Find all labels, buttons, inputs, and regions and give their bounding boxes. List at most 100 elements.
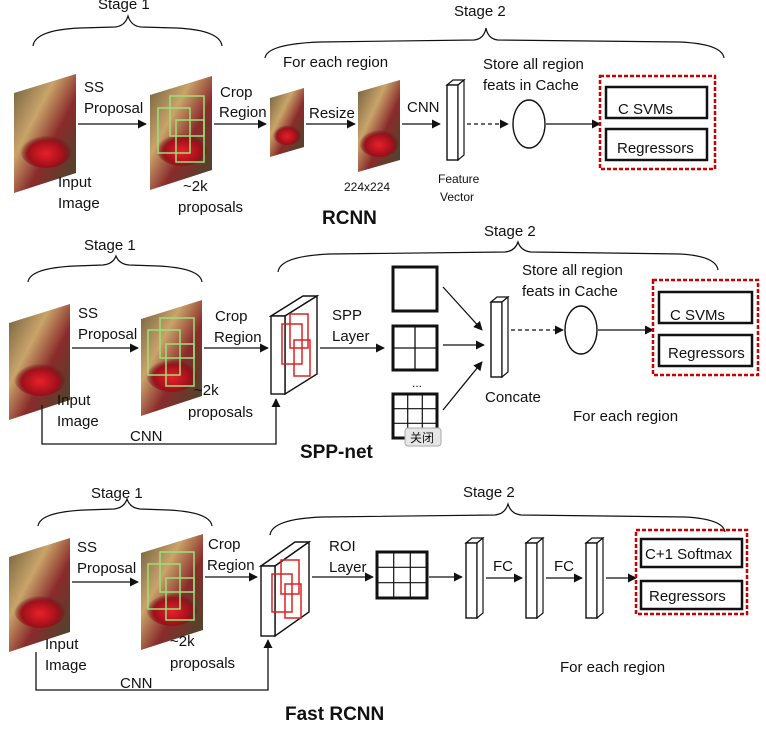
spp-regressors-box — [657, 333, 754, 368]
spp-feature-map — [268, 294, 320, 396]
rcnn-svms-label: C SVMs — [618, 101, 673, 118]
fast-stage2-label: Stage 2 — [463, 484, 515, 501]
fast-input-label-1: Input — [45, 636, 79, 653]
fast-ss-label-1: SS — [77, 539, 97, 556]
rcnn-input-label-1: Input — [58, 174, 92, 191]
rcnn-prop-label-2: proposals — [178, 199, 243, 216]
spp-concate-label: Concate — [485, 389, 541, 406]
spp-input-image — [9, 304, 70, 420]
rcnn-head-group — [598, 74, 717, 171]
fast-head-group — [634, 528, 749, 616]
rcnn-regressors-label: Regressors — [617, 140, 694, 157]
rcnn-title: RCNN — [322, 208, 377, 229]
spp-stage1-label: Stage 1 — [84, 237, 136, 254]
spp-store-label-1: Store all region — [522, 262, 623, 279]
rcnn-resize-label: Resize — [309, 105, 355, 122]
fast-feature-map — [258, 540, 312, 638]
spp-head-group — [651, 278, 760, 377]
rcnn-feature-label-1: Feature — [438, 172, 480, 186]
rcnn-input-label-2: Image — [58, 195, 100, 212]
spp-layer-label-1: SPP — [332, 307, 362, 324]
spp-pool-2x2 — [391, 324, 439, 372]
spp-cnn-path — [41, 398, 281, 445]
spp-crop-label-1: Crop — [215, 308, 248, 325]
spp-layer-label-2: Layer — [332, 328, 370, 345]
spp-regressors-label: Regressors — [668, 345, 745, 362]
fast-softmax-box — [639, 537, 744, 569]
fast-fc3-vector — [584, 536, 605, 620]
rcnn-crop-label-2: Region — [219, 104, 267, 121]
fast-fc1-label: FC — [493, 558, 513, 575]
spp-svms-label: C SVMs — [670, 307, 725, 324]
fast-roi-pool-grid — [375, 550, 429, 600]
fast-proposal-image — [141, 534, 203, 650]
spp-cnn-label: CNN — [130, 428, 163, 445]
fast-roi-label-2: Layer — [329, 559, 367, 576]
fast-stage1-brace — [37, 497, 213, 527]
spp-prop-label-1: ~2k — [194, 382, 219, 399]
spp-input-label-2: Image — [57, 413, 99, 430]
fast-fc2-vector — [524, 536, 545, 620]
spp-proposal-image — [141, 300, 202, 416]
rcnn-cropped-image — [270, 88, 304, 157]
spp-crop-label-2: Region — [214, 329, 262, 346]
rcnn-stage1-brace — [32, 13, 223, 47]
spp-input-label-1: Input — [57, 392, 91, 409]
spp-pool-1x1 — [391, 265, 439, 313]
spp-close-tag[interactable]: 关闭 — [404, 427, 442, 447]
rcnn-ss-label-2: Proposal — [84, 100, 143, 117]
rcnn-cnn-label: CNN — [407, 99, 440, 116]
fast-roi-label-1: ROI — [329, 538, 356, 555]
fast-softmax-label: C+1 Softmax — [645, 546, 733, 563]
spp-svms-box — [657, 290, 754, 325]
spp-dots: ... — [412, 376, 422, 390]
fast-regressors-box — [639, 579, 744, 611]
rcnn-input-image — [14, 74, 76, 193]
rcnn-section: Stage 1 Stage 2 Input Image SS Proposal … — [14, 0, 725, 229]
spp-stage1-brace — [27, 254, 203, 283]
spp-ss-label-2: Proposal — [78, 326, 137, 343]
fast-stage1-label: Stage 1 — [91, 485, 143, 502]
rcnn-resized-image — [358, 80, 400, 172]
rcnn-ss-label-1: SS — [84, 79, 104, 96]
rcnn-proposal-image — [150, 76, 212, 190]
spp-cache — [564, 305, 598, 355]
fast-for-each-label: For each region — [560, 659, 665, 676]
rcnn-store-label-1: Store all region — [483, 56, 584, 73]
spp-close-tag-label: 关闭 — [410, 431, 434, 445]
spp-for-each-label: For each region — [573, 408, 678, 425]
spp-store-label-2: feats in Cache — [522, 283, 618, 300]
spp-stage2-brace — [277, 240, 719, 273]
fast-stage2-brace — [269, 501, 726, 536]
fast-section: Stage 1 Stage 2 Input Image SS Proposal … — [9, 484, 749, 725]
spp-arrow-pool-3 — [442, 361, 483, 411]
spp-section: Stage 1 Stage 2 Input Image SS Proposal … — [9, 223, 760, 463]
fast-title: Fast RCNN — [285, 704, 384, 725]
fast-regressors-label: Regressors — [649, 588, 726, 605]
rcnn-prop-label-1: ~2k — [183, 178, 208, 195]
rcnn-feature-vector — [445, 78, 466, 162]
fast-crop-label-1: Crop — [208, 536, 241, 553]
fast-prop-label-1: ~2k — [170, 633, 195, 650]
rcnn-size-label: 224x224 — [344, 180, 390, 194]
fast-cnn-label: CNN — [120, 675, 153, 692]
spp-stage2-label: Stage 2 — [484, 223, 536, 240]
rcnn-feature-label-2: Vector — [440, 190, 474, 204]
spp-arrow-pool-1 — [442, 286, 483, 331]
spp-title: SPP-net — [300, 442, 374, 463]
rcnn-cache — [512, 99, 546, 149]
fast-cnn-path — [35, 639, 273, 691]
fast-prop-label-2: proposals — [170, 655, 235, 672]
rcnn-stage2-label: Stage 2 — [454, 3, 506, 20]
fast-fc2-label: FC — [554, 558, 574, 575]
fast-ss-label-2: Proposal — [77, 560, 136, 577]
fast-input-label-2: Image — [45, 657, 87, 674]
fast-input-image — [9, 538, 70, 652]
rcnn-stage2-brace — [264, 27, 725, 59]
rcnn-store-label-2: feats in Cache — [483, 77, 579, 94]
rcnn-for-each-label: For each region — [283, 54, 388, 71]
rcnn-svms-box — [604, 85, 709, 120]
fast-crop-label-2: Region — [207, 557, 255, 574]
spp-ss-label-1: SS — [78, 305, 98, 322]
